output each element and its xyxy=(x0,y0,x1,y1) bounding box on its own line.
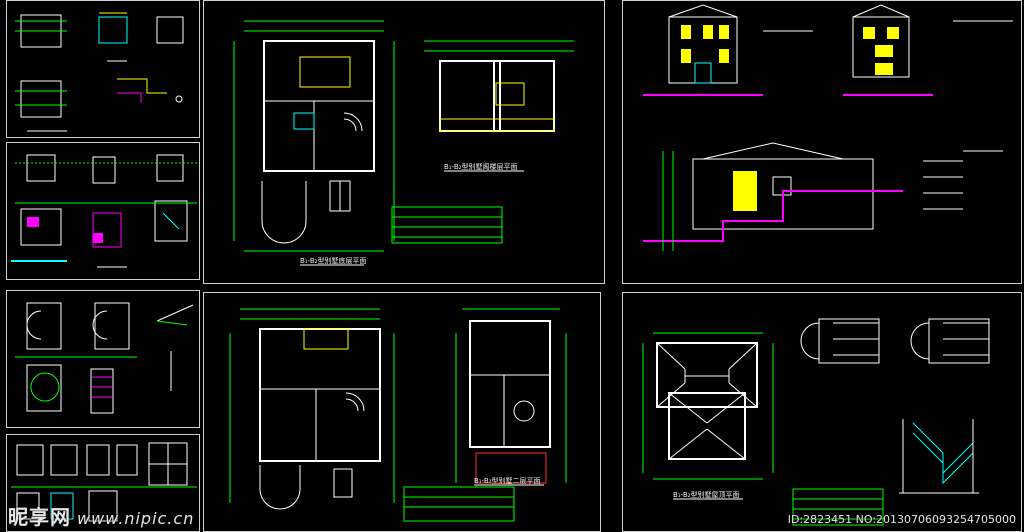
elevation-sheet xyxy=(622,0,1022,284)
first-floor-plan-caption: B₁-B₂型别墅底层平面 xyxy=(300,256,367,265)
attic-plan-caption: B₁-B₂型别墅阁楼层平面 xyxy=(444,162,518,171)
roof-plan-caption: B₁-B₂型别墅屋顶平面 xyxy=(673,490,740,499)
watermark-brand: 昵享网 xyxy=(8,505,71,529)
roof-plan-sheet: B₁-B₂型别墅屋顶平面 xyxy=(622,292,1022,532)
second-floor-plan-sheet: B₁-B₂型别墅二层平面 xyxy=(203,292,601,532)
watermark: 昵享网 www.nipic.cn xyxy=(8,501,194,530)
watermark-url: www.nipic.cn xyxy=(77,509,195,528)
detail-sheet-4 xyxy=(6,434,200,532)
detail-sheet-1 xyxy=(6,0,200,138)
image-id-text: ID:2823451 NO:20130706093254705000 xyxy=(787,513,1016,526)
second-floor-plan-caption: B₁-B₂型别墅二层平面 xyxy=(474,476,541,485)
first-floor-plan-sheet: B₁-B₂型别墅底层平面 B₁-B₂型别墅阁楼层平面 xyxy=(203,0,605,284)
detail-sheet-3 xyxy=(6,290,200,428)
detail-sheet-2 xyxy=(6,142,200,280)
